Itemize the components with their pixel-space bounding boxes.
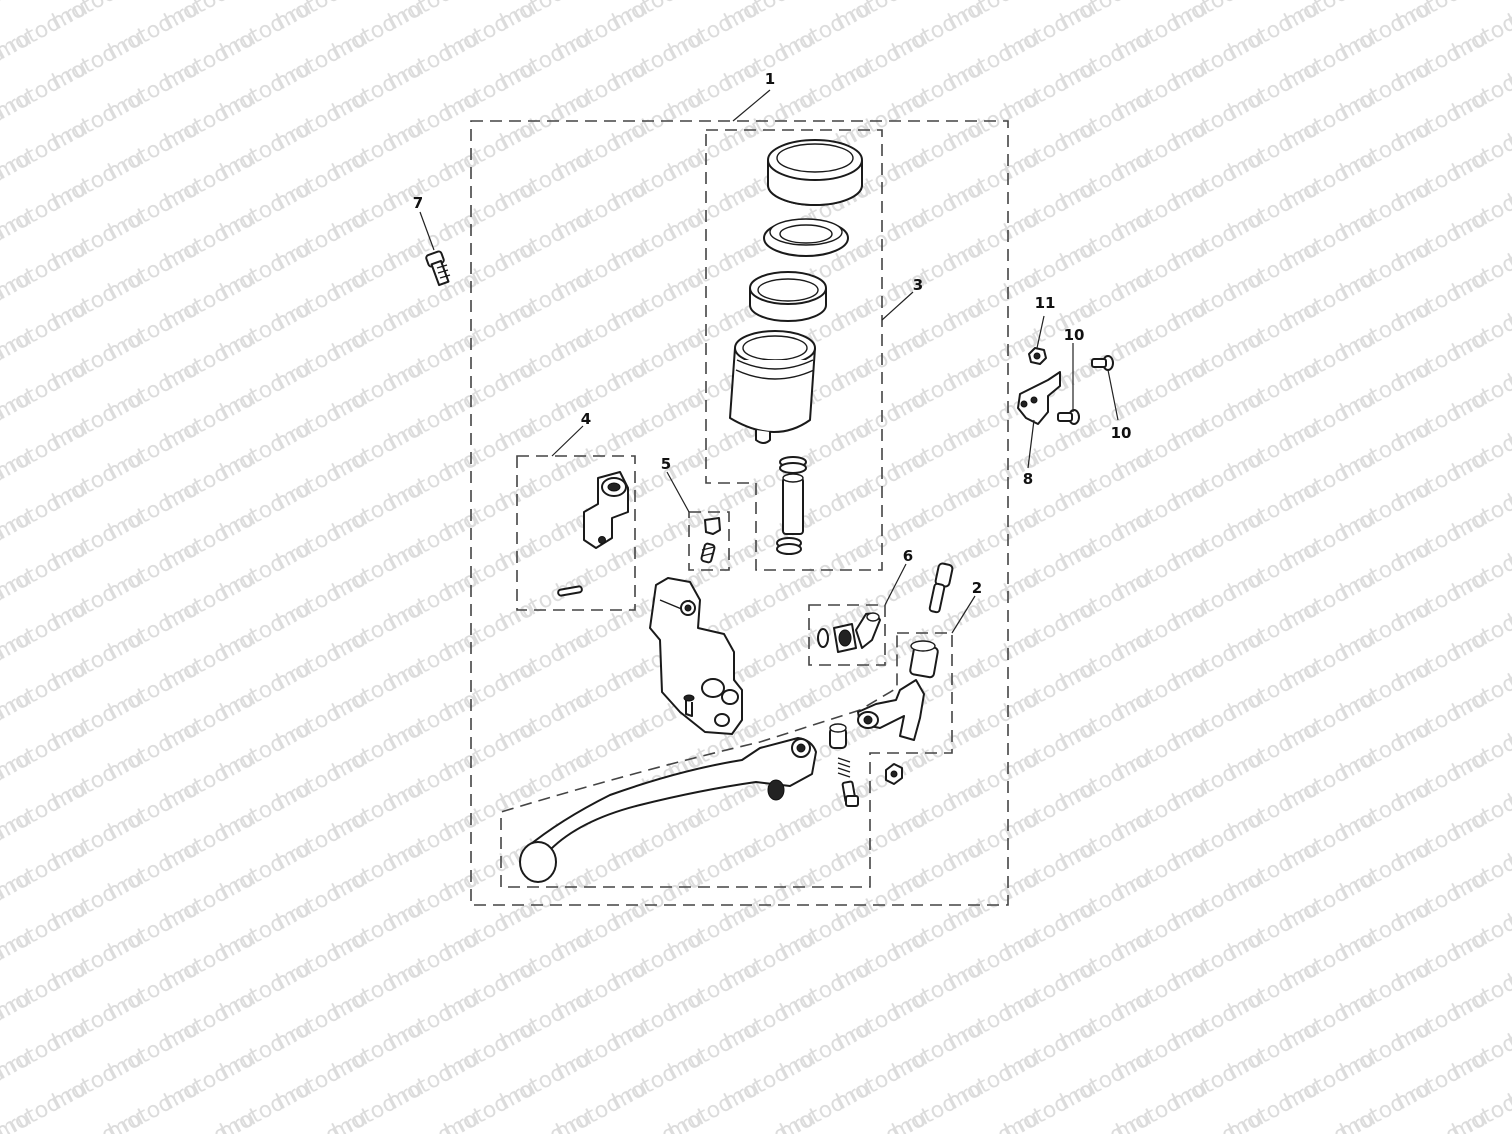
leader-lines bbox=[419, 89, 1119, 634]
callout-7: 7 bbox=[413, 194, 423, 212]
lever-bushing bbox=[909, 640, 939, 679]
reservoir-bracket bbox=[583, 471, 629, 549]
nut-11 bbox=[1028, 347, 1047, 365]
brake-lever bbox=[519, 737, 817, 883]
callout-1: 1 bbox=[765, 70, 775, 88]
callout-10-lower: 10 bbox=[1111, 424, 1132, 442]
lever-spring bbox=[837, 757, 851, 778]
assembly-4-boundary bbox=[516, 455, 636, 611]
callout-8: 8 bbox=[1023, 470, 1033, 488]
screw-10-lower bbox=[1057, 409, 1080, 425]
bracket-pin bbox=[557, 585, 583, 597]
mounting-bolt-7 bbox=[425, 250, 451, 287]
lever-nut bbox=[885, 763, 903, 785]
callout-labels: 1 2 3 4 5 6 7 8 10 10 11 bbox=[413, 70, 1132, 597]
pivot-bolt bbox=[928, 562, 954, 614]
callout-4: 4 bbox=[581, 410, 591, 428]
reservoir-hose bbox=[782, 473, 804, 535]
callout-10-upper: 10 bbox=[1064, 326, 1085, 344]
watermark-text: motod.ru bbox=[1503, 0, 1512, 35]
mount-bracket-8 bbox=[1017, 371, 1061, 425]
lever-pivot-sleeve bbox=[829, 723, 847, 749]
callout-2: 2 bbox=[972, 579, 982, 597]
reservoir-cap bbox=[767, 139, 863, 206]
reservoir-hose-clip-top bbox=[779, 456, 807, 474]
assembly-3-boundary bbox=[705, 129, 883, 571]
screw-10-upper bbox=[1091, 355, 1114, 371]
callout-3: 3 bbox=[913, 276, 923, 294]
lever-adjuster-bracket bbox=[857, 679, 925, 741]
assembly-5-boundary bbox=[688, 511, 730, 571]
reservoir-diaphragm bbox=[749, 271, 827, 322]
reservoir-body bbox=[729, 330, 816, 444]
assembly-6-boundary bbox=[808, 604, 886, 666]
assembly-2-boundary bbox=[500, 632, 953, 888]
assembly-1-boundary bbox=[470, 120, 1009, 906]
bleed-screw bbox=[700, 517, 721, 564]
reservoir-diaphragm-plate bbox=[763, 218, 849, 257]
hose-fitting bbox=[817, 612, 881, 653]
master-cylinder-body bbox=[649, 577, 743, 735]
lever-adjuster-screw bbox=[841, 780, 859, 807]
reservoir-hose-clip-bottom bbox=[776, 537, 802, 555]
callout-6: 6 bbox=[903, 547, 913, 565]
callout-11: 11 bbox=[1035, 294, 1056, 312]
callout-5: 5 bbox=[661, 455, 671, 473]
